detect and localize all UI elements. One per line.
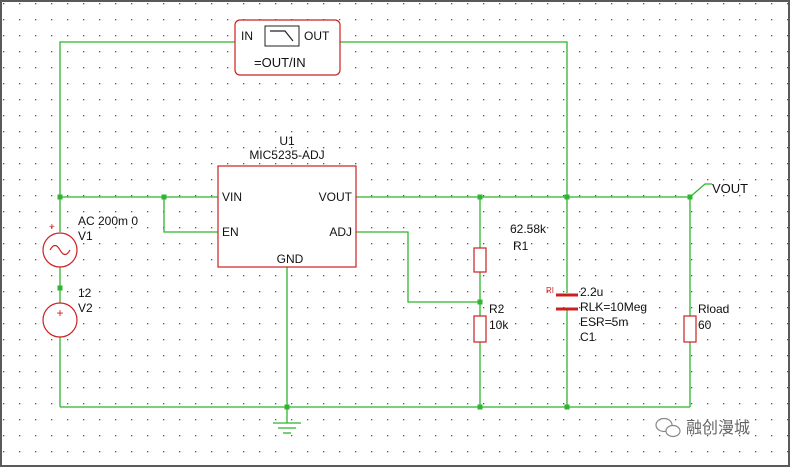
probe-symbol-box	[264, 25, 300, 47]
junction-dot	[687, 194, 693, 200]
junction-dot	[57, 194, 63, 200]
junctions	[57, 194, 693, 410]
rload-ref: Rload	[698, 302, 729, 316]
pin-vout-label: VOUT	[319, 190, 353, 204]
junction-dot	[477, 299, 483, 305]
wire-adj	[356, 231, 480, 303]
v2-ref: V2	[78, 301, 93, 315]
r1-ref: R1	[513, 239, 529, 253]
resistor-r2[interactable]: R2 10k	[473, 302, 509, 343]
junction-dot	[477, 194, 483, 200]
wire-probe-out	[340, 41, 568, 197]
wire-en	[163, 197, 218, 233]
ac-sine-icon	[49, 244, 71, 256]
regulator-body	[217, 165, 357, 268]
rload-body	[683, 315, 697, 343]
c1-value: 2.2u	[580, 285, 603, 299]
ground-icon	[273, 422, 301, 434]
c1-ref: C1	[580, 330, 596, 344]
probe-lowpass-icon	[270, 30, 294, 42]
source-v1[interactable]: + AC 200m 0 V1	[42, 214, 138, 268]
v1-value: AC 200m 0	[78, 214, 138, 228]
transfer-probe[interactable]: IN OUT =OUT/IN	[234, 19, 341, 76]
r1-value: 62.58k	[510, 222, 547, 236]
junction-dot	[57, 285, 63, 291]
r1-body	[473, 247, 487, 273]
probe-out-label: OUT	[304, 29, 330, 43]
r2-value: 10k	[489, 318, 509, 332]
v1-plus-icon: +	[49, 222, 55, 233]
regulator-part: MIC5235-ADJ	[249, 148, 324, 162]
wechat-icon	[655, 417, 681, 438]
resistor-rload[interactable]: Rload 60	[683, 302, 729, 343]
resistor-r1[interactable]: 62.58k R1	[473, 222, 547, 273]
junction-dot	[564, 194, 570, 200]
junction-dot	[564, 404, 570, 410]
probe-in-label: IN	[241, 29, 253, 43]
junction-dot	[284, 404, 290, 410]
probe-expression: =OUT/IN	[254, 55, 306, 70]
junction-dot	[477, 404, 483, 410]
wires	[59, 41, 712, 423]
source-v2[interactable]: + 12 V2	[42, 286, 93, 338]
junction-dot	[161, 194, 167, 200]
pin-en-label: EN	[222, 225, 239, 239]
wire-vout-flag	[689, 183, 712, 198]
vout-net-label[interactable]: VOUT	[712, 181, 748, 196]
c1-marker: RI	[546, 286, 554, 295]
capacitor-c1[interactable]: RI 2.2u RLK=10Meg ESR=5m C1	[546, 285, 647, 344]
probe-box	[234, 19, 341, 76]
v2-plus-icon: +	[56, 306, 63, 320]
r2-body	[473, 315, 487, 343]
rload-value: 60	[698, 318, 712, 332]
regulator-u1[interactable]: U1 MIC5235-ADJ VIN EN VOUT ADJ GND	[217, 134, 357, 268]
watermark-text: 融创漫城	[686, 418, 750, 437]
c1-esr: ESR=5m	[580, 315, 628, 329]
watermark: 融创漫城	[655, 417, 750, 438]
regulator-ref: U1	[279, 134, 295, 148]
r2-ref: R2	[489, 302, 505, 316]
v2-value: 12	[78, 286, 92, 300]
wire-probe-in	[59, 41, 235, 197]
c1-rlk: RLK=10Meg	[580, 300, 647, 314]
pin-gnd-label: GND	[277, 252, 304, 266]
pin-adj-label: ADJ	[329, 225, 352, 239]
v2-circle	[42, 302, 78, 338]
v1-ref: V1	[78, 229, 93, 243]
pin-vin-label: VIN	[222, 190, 242, 204]
